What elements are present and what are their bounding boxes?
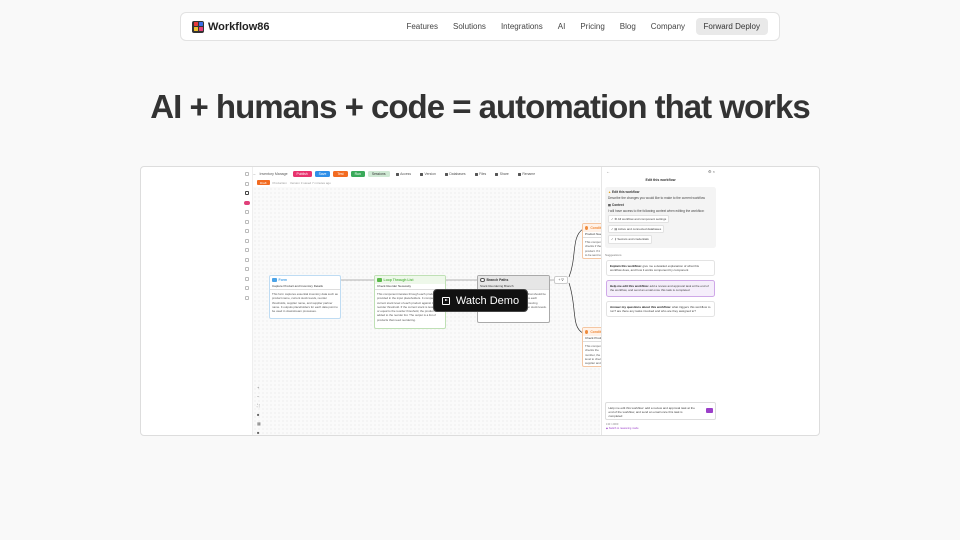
grid-icon[interactable]: ▦ (257, 421, 261, 426)
draft-badge: Draft (257, 180, 270, 185)
ai-edit-panel: ← ⚙ × Edit this workflow ▲ Edit this wor… (601, 167, 719, 435)
context-icon: ▤ (608, 203, 612, 208)
hero-title: AI + humans + code = automation that wor… (150, 88, 810, 125)
nav-link-pricing[interactable]: Pricing (580, 22, 605, 31)
settings-icon[interactable]: ⚙ (707, 169, 712, 174)
rename-icon (517, 172, 521, 176)
zoom-controls: + − ⛶ ■ ▦ ■ ⚙ (257, 385, 261, 435)
context-chip-databases[interactable]: ✓ ▤ Active and connected databases (608, 225, 665, 234)
top-navbar: Workflow86 Features Solutions Integratio… (180, 12, 780, 41)
warning-icon: ▲ (608, 190, 612, 194)
loop-node[interactable]: Loop Through List Check Reorder Necessit… (374, 275, 446, 329)
files-button[interactable]: Files (472, 172, 490, 176)
clock-icon (420, 172, 424, 176)
logo-icon (192, 20, 204, 33)
run-button[interactable]: Run (350, 171, 365, 177)
workflow-canvas[interactable]: Form Capture Product and Inventory Detai… (253, 187, 612, 435)
task-icon[interactable] (244, 219, 249, 224)
send-button[interactable] (706, 408, 713, 413)
conditional-icon (585, 329, 589, 334)
nav-link-ai[interactable]: AI (557, 22, 566, 31)
share-button[interactable]: Share (492, 172, 512, 176)
char-count: 133 / 2000 (606, 423, 619, 426)
share-icon (495, 172, 499, 176)
product-screenshot-frame: ← Inventory Manage Publish Save Test Run… (140, 166, 820, 436)
context-card: ▲ Edit this workflow Describe the change… (605, 187, 716, 248)
nav-link-integrations[interactable]: Integrations (500, 22, 543, 31)
fit-view-icon[interactable]: ⛶ (257, 403, 260, 408)
share-icon[interactable] (244, 257, 249, 262)
connection-lines (341, 228, 584, 334)
list-icon[interactable] (244, 229, 249, 233)
access-icon (395, 172, 399, 176)
version-button[interactable]: Version (417, 172, 439, 176)
save-button[interactable]: Save (314, 171, 331, 177)
nav-link-company[interactable]: Company (650, 22, 686, 31)
loop-icon (377, 277, 382, 282)
zoom-in-icon[interactable]: + (257, 385, 260, 390)
nav-link-solutions[interactable]: Solutions (453, 22, 486, 31)
conditional-icon (585, 225, 589, 230)
suggestion-explain[interactable]: Explain this workflow: give me a detaile… (606, 259, 715, 277)
suggestion-edit[interactable]: Help me edit this workflow: add a review… (606, 280, 715, 297)
form-icon[interactable] (244, 210, 249, 214)
workflow-name[interactable]: Inventory Manage (259, 172, 288, 176)
left-icon-rail (241, 167, 253, 435)
database-icon (444, 172, 448, 176)
saved-timestamp: Version 3 saved 7 minutes ago (289, 180, 331, 185)
form-node[interactable]: Form Capture Product and Inventory Detai… (269, 275, 341, 319)
environment-label: Production (272, 180, 287, 185)
ai-prompt-input[interactable]: Help me edit this workflow: add a review… (605, 402, 716, 420)
code-icon[interactable] (244, 267, 249, 271)
brand-logo[interactable]: Workflow86 (192, 20, 270, 33)
close-icon[interactable]: × (712, 169, 715, 174)
help-icon[interactable] (244, 295, 249, 300)
forward-deploy-button[interactable]: Forward Deploy (695, 18, 768, 35)
test-button[interactable]: Test (333, 171, 348, 177)
editor-toolbar: ← Inventory Manage Publish Save Test Run… (253, 170, 599, 178)
branch-controls[interactable]: + ∇ (554, 276, 568, 284)
rename-button[interactable]: Rename (515, 172, 538, 176)
status-bar: Draft Production Version 3 saved 7 minut… (257, 180, 331, 185)
nav-link-blog[interactable]: Blog (619, 22, 636, 31)
context-chip-settings[interactable]: ✓ ⚙ All workflow and component settings (608, 214, 670, 224)
publish-button[interactable]: Publish (292, 171, 312, 177)
file-icon (474, 172, 478, 176)
lock-icon[interactable]: ■ (257, 412, 260, 417)
reasoning-toggle[interactable]: ◆ Switch to reasoning mode (606, 427, 639, 430)
suggestion-questions[interactable]: Answer my questions about this workflow:… (606, 300, 715, 318)
branch-icon (480, 277, 485, 282)
workflow-editor-app: ← Inventory Manage Publish Save Test Run… (241, 167, 719, 435)
branch-icon[interactable] (244, 248, 249, 252)
panel-title: Edit this workflow (645, 178, 676, 182)
access-button[interactable]: Access (393, 172, 414, 176)
sessions-button[interactable]: Sessions (367, 171, 390, 177)
back-arrow-icon[interactable]: ← (253, 172, 257, 176)
minimap-icon[interactable]: ■ (257, 430, 260, 435)
menu-icon[interactable] (244, 172, 249, 176)
timer-icon[interactable] (244, 238, 249, 243)
collapse-icon[interactable] (244, 181, 249, 186)
play-icon (441, 296, 450, 305)
nav-link-features[interactable]: Features (406, 22, 439, 31)
filter-icon[interactable] (244, 276, 249, 281)
watch-demo-button[interactable]: Watch Demo (433, 289, 528, 312)
ai-icon[interactable] (244, 191, 249, 195)
context-chip-secrets[interactable]: ✓ ⚷ Secrets and credentials (608, 235, 652, 244)
back-icon[interactable]: ← (606, 169, 610, 174)
suggestions-label: Suggestions (605, 252, 622, 257)
form-icon (272, 277, 277, 282)
database-icon[interactable] (244, 286, 249, 290)
nav-links: Features Solutions Integrations AI Prici… (399, 18, 768, 35)
databases-button[interactable]: Databases (442, 172, 469, 176)
badge-icon[interactable] (243, 200, 250, 205)
zoom-out-icon[interactable]: − (257, 394, 260, 399)
brand-name: Workflow86 (208, 20, 270, 33)
